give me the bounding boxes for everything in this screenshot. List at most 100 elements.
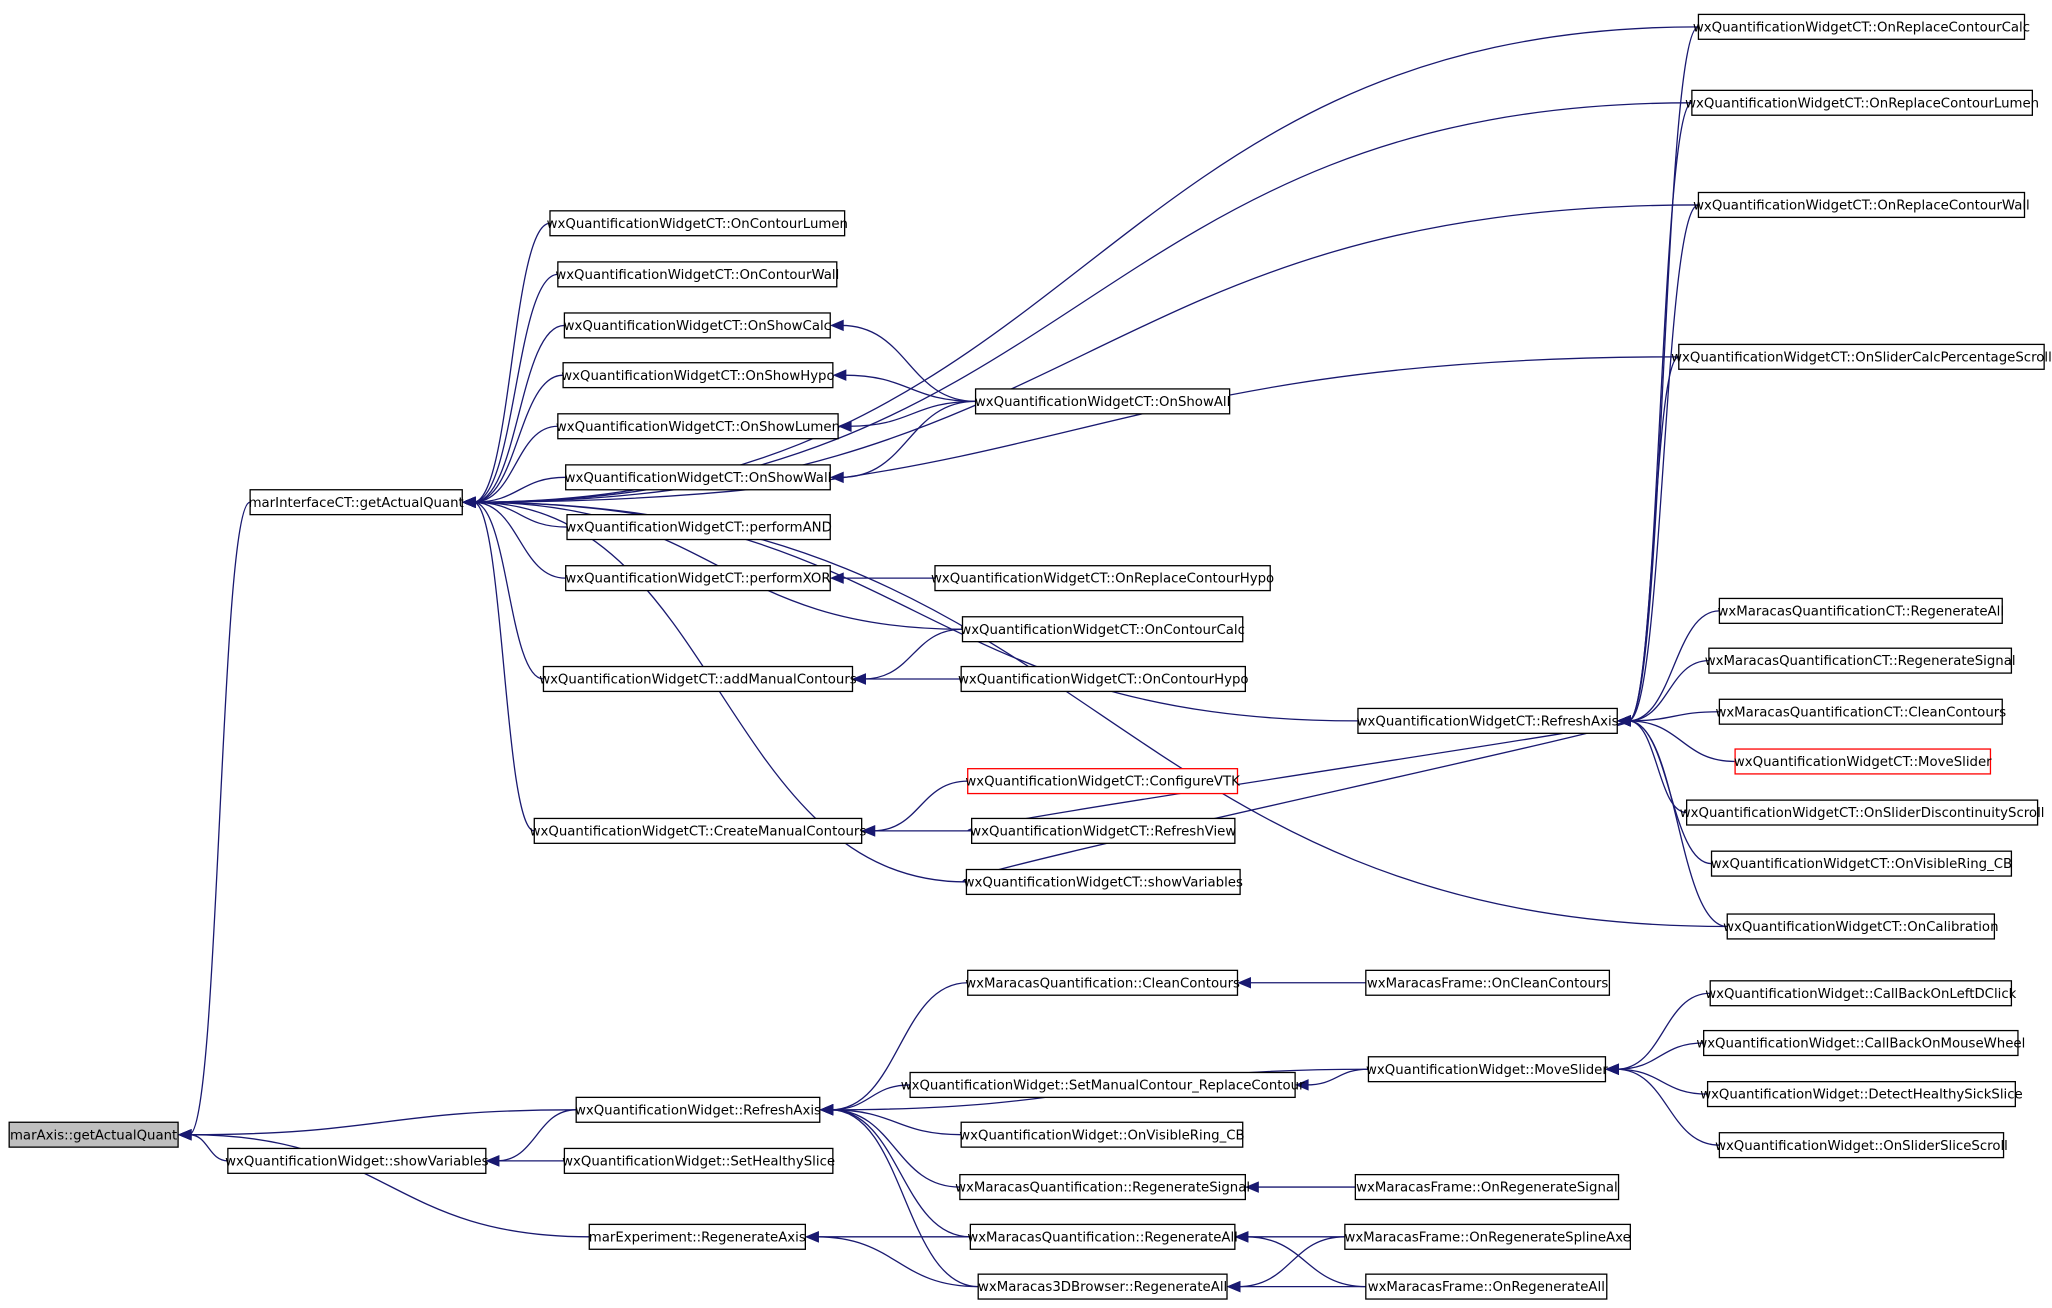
- graph-node-ct-pand[interactable]: wxQuantificationWidgetCT::performAND: [565, 513, 832, 541]
- node-label: wxQuantificationWidgetCT::OnContourHypo: [958, 673, 1249, 688]
- graph-node-mf-ors[interactable]: wxMaracasFrame::OnRegenerateSignal: [1354, 1173, 1620, 1201]
- graph-node-ct-och[interactable]: wxQuantificationWidgetCT::OnContourHypo: [958, 665, 1249, 693]
- graph-node-ct-slum[interactable]: wxQuantificationWidgetCT::OnShowLumen: [556, 413, 840, 440]
- graph-node-wq-oss[interactable]: wxQuantificationWidget::OnSliderSliceScr…: [1715, 1132, 2008, 1159]
- graph-node-mf-orsa[interactable]: wxMaracasFrame::OnRegenerateSplineAxe: [1344, 1223, 1631, 1250]
- call-edge: [1616, 992, 1711, 1070]
- call-edge: [830, 1109, 960, 1188]
- node-label: wxQuantificationWidgetCT::OnShowWall: [565, 471, 832, 486]
- edge-arrowhead: [852, 673, 866, 685]
- call-edge: [841, 324, 976, 403]
- graph-node-wq-cbld[interactable]: wxQuantificationWidget::CallBackOnLeftDC…: [1705, 980, 2017, 1007]
- edge-arrowhead: [1245, 1181, 1259, 1193]
- graph-node-wq-dhs[interactable]: wxQuantificationWidget::DetectHealthySic…: [1700, 1081, 2023, 1108]
- node-label: wxMaracasFrame::OnCleanContours: [1367, 976, 1608, 991]
- graph-node-ct-sall[interactable]: wxQuantificationWidgetCT::OnShowAll: [974, 388, 1231, 415]
- graph-node-wq-refresh[interactable]: wxQuantificationWidget::RefreshAxis: [575, 1096, 821, 1123]
- node-label: marAxis::getActualQuant: [10, 1128, 177, 1143]
- node-box: [1709, 980, 2013, 1007]
- edge-arrowhead: [837, 420, 852, 432]
- graph-node-ct-cmc[interactable]: wxQuantificationWidgetCT::CreateManualCo…: [530, 817, 867, 844]
- call-edge: [1238, 1236, 1345, 1288]
- node-label: wxQuantificationWidgetCT::OnSliderDiscon…: [1680, 806, 2045, 821]
- edge-arrowhead: [1226, 1280, 1241, 1293]
- graph-node-ct-raxis[interactable]: wxQuantificationWidgetCT::RefreshAxis: [1357, 707, 1619, 734]
- node-box: [1697, 191, 2026, 219]
- node-label: wxQuantificationWidgetCT::showVariables: [964, 876, 1243, 891]
- graph-node-wq-shs[interactable]: wxQuantificationWidget::SetHealthySlice: [562, 1147, 835, 1174]
- graph-node-ct-ocw[interactable]: wxQuantificationWidgetCT::OnContourWall: [555, 261, 839, 288]
- node-label: wxQuantificationWidgetCT::MoveSlider: [1734, 755, 1992, 770]
- graph-node-ct-shyp[interactable]: wxQuantificationWidgetCT::OnShowHypo: [561, 362, 835, 389]
- call-edge: [473, 476, 566, 503]
- graph-node-ct-scps[interactable]: wxQuantificationWidgetCT::OnSliderCalcPe…: [1671, 343, 2052, 370]
- node-label: wxQuantificationWidgetCT::OnShowAll: [975, 395, 1230, 410]
- graph-node-ct-mslider[interactable]: wxQuantificationWidgetCT::MoveSlider: [1734, 748, 1992, 775]
- node-box: [533, 817, 863, 844]
- node-label: wxMaracasFrame::OnRegenerateSignal: [1356, 1181, 1618, 1196]
- call-edge: [830, 1109, 962, 1136]
- graph-node-ct-rcc[interactable]: wxQuantificationWidgetCT::OnReplaceConto…: [1693, 13, 2030, 40]
- call-edge: [1628, 720, 1728, 928]
- graph-node-mf-ora[interactable]: wxMaracasFrame::OnRegenerateAll: [1365, 1273, 1608, 1300]
- call-edge: [473, 222, 551, 503]
- node-box: [974, 388, 1231, 415]
- graph-node-ct-cvtk[interactable]: wxQuantificationWidgetCT::ConfigureVTK: [965, 768, 1240, 795]
- call-edge: [473, 356, 1679, 503]
- graph-node-ct-pxor[interactable]: wxQuantificationWidgetCT::performXOR: [565, 565, 831, 592]
- edge-arrowhead: [829, 471, 844, 484]
- graph-node-ict[interactable]: marInterfaceCT::getActualQuant: [249, 489, 464, 516]
- edge-arrowhead: [485, 1155, 500, 1167]
- graph-node-mexp[interactable]: marExperiment::RegenerateAxis: [588, 1223, 806, 1250]
- node-label: wxQuantificationWidgetCT::OnCalibration: [1723, 920, 1998, 935]
- graph-node-root: marAxis::getActualQuant: [8, 1121, 179, 1148]
- node-box: [1365, 1273, 1608, 1300]
- graph-node-mqct-rs[interactable]: wxMaracasQuantificationCT::RegenerateSig…: [1705, 647, 2016, 674]
- graph-node-ct-ocl[interactable]: wxQuantificationWidgetCT::OnContourLumen: [547, 210, 848, 237]
- graph-node-wq-showvars[interactable]: wxQuantificationWidget::showVariables: [225, 1147, 489, 1174]
- graph-node-ct-scal[interactable]: wxQuantificationWidgetCT::OnShowCalc: [564, 312, 831, 339]
- graph-node-ct-rcw[interactable]: wxQuantificationWidgetCT::OnReplaceConto…: [1693, 191, 2030, 219]
- graph-node-ct-sds[interactable]: wxQuantificationWidgetCT::OnSliderDiscon…: [1680, 799, 2045, 826]
- node-box: [1678, 343, 2045, 370]
- node-box: [1354, 1173, 1620, 1201]
- graph-node-wq-mslider[interactable]: wxQuantificationWidget::MoveSlider: [1366, 1056, 1608, 1083]
- graph-node-wq-cbmw[interactable]: wxQuantificationWidget::CallBackOnMouseW…: [1696, 1029, 2025, 1057]
- graph-node-ct-rview[interactable]: wxQuantificationWidgetCT::RefreshView: [970, 817, 1236, 844]
- graph-node-m3d-ra[interactable]: wxMaracas3DBrowser::RegenerateAll: [977, 1273, 1228, 1300]
- node-label: wxQuantificationWidgetCT::OnReplaceConto…: [1685, 96, 2039, 111]
- graph-node-ct-vrcb[interactable]: wxQuantificationWidgetCT::OnVisibleRing_…: [1711, 850, 2012, 877]
- graph-node-mq-cc[interactable]: wxMaracasQuantification::CleanContours: [965, 969, 1240, 996]
- graph-node-ct-ocal[interactable]: wxQuantificationWidgetCT::OnCalibration: [1723, 913, 1999, 940]
- graph-node-mq-rs[interactable]: wxMaracasQuantification::RegenerateSigna…: [955, 1173, 1250, 1201]
- graph-node-mqct-ra[interactable]: wxMaracasQuantificationCT::RegenerateAll: [1718, 597, 2005, 624]
- graph-node-mqct-cc[interactable]: wxMaracasQuantificationCT::CleanContours: [1715, 698, 2006, 725]
- node-box: [1718, 1132, 2005, 1159]
- graph-node-wq-vrcb[interactable]: wxQuantificationWidget::OnVisibleRing_CB: [959, 1121, 1245, 1148]
- call-edge: [473, 425, 558, 503]
- edge-arrowhead: [1616, 715, 1631, 727]
- graph-node-wq-smc[interactable]: wxQuantificationWidget::SetManualContour…: [901, 1071, 1305, 1099]
- graph-node-ct-occ[interactable]: wxQuantificationWidgetCT::OnContourCalc: [960, 616, 1245, 643]
- graph-node-ct-rch[interactable]: wxQuantificationWidgetCT::OnReplaceConto…: [931, 565, 1274, 592]
- edge-arrowhead: [1605, 1063, 1619, 1075]
- node-label: wxQuantificationWidget::SetHealthySlice: [562, 1154, 835, 1169]
- graph-node-ct-amc[interactable]: wxQuantificationWidgetCT::addManualConto…: [539, 665, 857, 693]
- node-label: wxQuantificationWidgetCT::RefreshAxis: [1357, 714, 1619, 729]
- node-box: [557, 413, 839, 440]
- node-box: [909, 1071, 1296, 1099]
- graph-node-ct-svars[interactable]: wxQuantificationWidgetCT::showVariables: [964, 868, 1243, 896]
- node-label: wxMaracasQuantification::RegenerateSigna…: [955, 1181, 1250, 1196]
- node-label: wxQuantificationWidget::showVariables: [225, 1154, 488, 1169]
- graph-node-ct-rcl[interactable]: wxQuantificationWidgetCT::OnReplaceConto…: [1685, 89, 2039, 116]
- node-box: [249, 489, 463, 516]
- graph-node-mq-ra[interactable]: wxMaracasQuantification::RegenerateAll: [967, 1223, 1238, 1250]
- graph-node-mf-occ[interactable]: wxMaracasFrame::OnCleanContours: [1365, 969, 1611, 996]
- call-edge: [1628, 720, 1736, 763]
- call-edge: [1627, 26, 1699, 722]
- node-box: [1734, 748, 1992, 775]
- node-label: wxQuantificationWidgetCT::OnShowHypo: [561, 369, 834, 384]
- node-label: wxQuantificationWidgetCT::addManualConto…: [539, 673, 857, 688]
- graph-node-ct-swal[interactable]: wxQuantificationWidgetCT::OnShowWall: [565, 464, 832, 491]
- node-box: [8, 1121, 179, 1148]
